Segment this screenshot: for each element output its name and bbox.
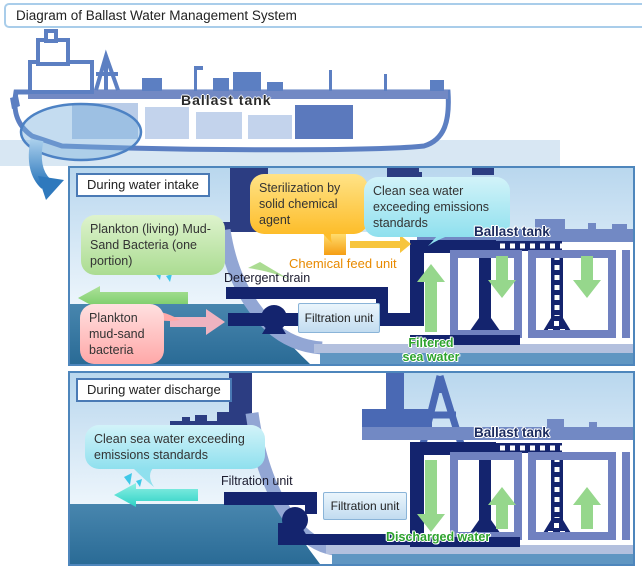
harbor-crane bbox=[362, 373, 465, 446]
ballast-tank-cells bbox=[410, 250, 630, 345]
intake-panel: During water intake Sterilization by sol… bbox=[68, 166, 635, 366]
bow-highlight-ellipse bbox=[19, 102, 143, 162]
filtration-unit-pipe-label: Filtration unit bbox=[221, 474, 293, 488]
discharge-outflow-arrow bbox=[114, 483, 198, 507]
ship-ballast-tanks bbox=[72, 103, 353, 139]
bubble-clean-sea-water: Clean sea water exceeding emissions stan… bbox=[364, 177, 510, 237]
filtered-sea-water-label: Filtered sea water bbox=[402, 336, 460, 365]
ballast-tank-cells bbox=[410, 452, 630, 547]
bubble-clean-sea-water-discharge: Clean sea water exceeding emissions stan… bbox=[85, 425, 265, 469]
ship-illustration bbox=[0, 29, 560, 200]
plankton-inflow-arrow bbox=[170, 309, 225, 335]
ship-superstructure bbox=[28, 29, 120, 94]
discharged-water-label: Discharged water bbox=[386, 530, 491, 544]
intake-filtration-unit-box: Filtration unit bbox=[298, 303, 380, 333]
page-title: Diagram of Ballast Water Management Syst… bbox=[4, 3, 642, 28]
zoom-arrow-icon bbox=[28, 138, 64, 200]
pump-icon bbox=[282, 507, 308, 536]
ship-deck-fittings bbox=[142, 66, 444, 91]
discharge-ballast-tank-label: Ballast tank bbox=[474, 425, 550, 440]
bubble-tails bbox=[134, 467, 154, 487]
tank-flow-arrows bbox=[417, 460, 601, 532]
intake-ballast-tank-label: Ballast tank bbox=[474, 224, 550, 239]
discharge-heading: During water discharge bbox=[76, 378, 232, 402]
discharge-panel: During water discharge Clean sea water e… bbox=[68, 371, 635, 566]
pump-icon bbox=[261, 305, 287, 334]
detergent-drain-label: Detergent drain bbox=[224, 271, 311, 285]
deck-structures bbox=[362, 419, 633, 440]
ship-deck bbox=[28, 90, 448, 99]
dashed-pipe bbox=[496, 241, 574, 336]
intake-heading: During water intake bbox=[76, 173, 210, 197]
bubble-plankton-sea: Plankton mud-sand bacteria bbox=[80, 304, 164, 364]
ship-ballast-tank-label: Ballast tank bbox=[181, 92, 272, 108]
chemical-feed-unit-label: Chemical feed unit bbox=[289, 256, 397, 271]
bubble-plankton-living: Plankton (living) Mud-Sand Bacteria (one… bbox=[81, 215, 225, 275]
discharge-filtration-unit-box: Filtration unit bbox=[323, 492, 407, 520]
tank-flow-arrows bbox=[417, 256, 601, 332]
bubble-sterilization: Sterilization by solid chemical agent bbox=[250, 174, 368, 234]
